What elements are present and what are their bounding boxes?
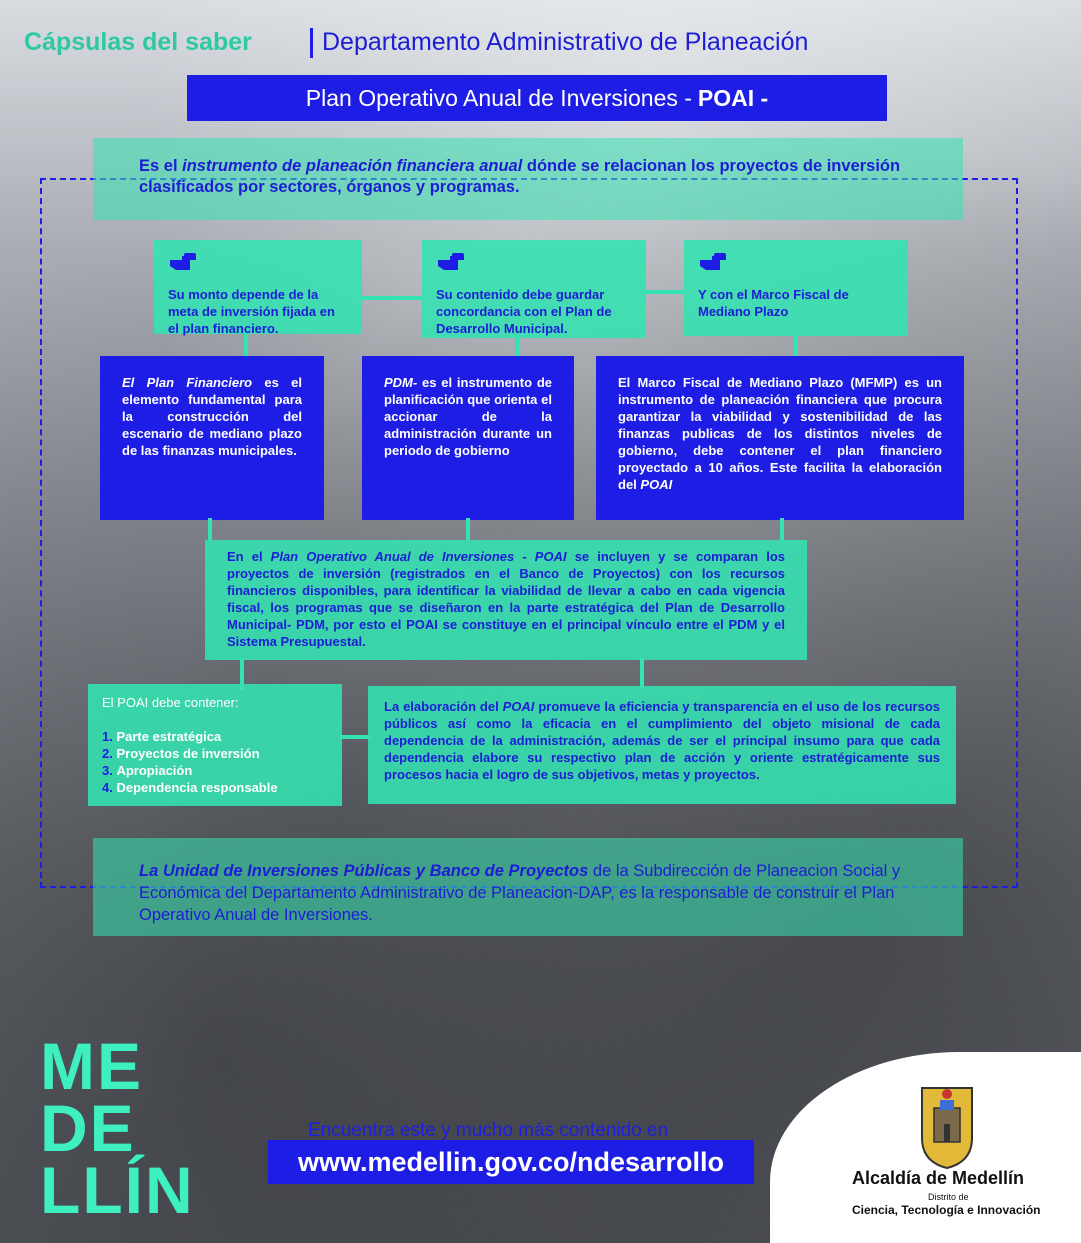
poai-elaboration-box: La elaboración del POAI promueve la efic…	[368, 686, 956, 804]
page-title-acronym: POAI -	[697, 84, 769, 111]
connector-line	[780, 518, 784, 540]
series-title: Cápsulas del saber	[24, 28, 252, 56]
center-text: se incluyen y se comparan los proyectos …	[227, 549, 785, 649]
logo-line: ME	[40, 1029, 143, 1103]
bottom-emphasis: La Unidad de Inversiones Públicas y Banc…	[139, 862, 589, 880]
top-card-3-text: Y con el Marco Fiscal de Mediano Plazo	[698, 287, 849, 319]
list-item: 3. Apropiación	[102, 763, 193, 778]
intro-suffix: dónde se relacionan los proyectos de inv…	[139, 157, 901, 196]
connector-line	[340, 735, 370, 739]
medellin-logo: ME DE LLÍN	[40, 1029, 195, 1227]
blue-card-mfmp: El Marco Fiscal de Mediano Plazo (MFMP) …	[596, 356, 964, 520]
connector-line	[240, 658, 244, 690]
page-title: Plan Operativo Anual de Inversiones - PO…	[187, 75, 887, 121]
list-item: 2. Proyectos de inversión	[102, 746, 260, 761]
logo-line: LLÍN	[40, 1153, 195, 1227]
list-heading: El POAI debe contener:	[102, 695, 239, 710]
header-separator	[310, 28, 313, 58]
top-card-1: Su monto depende de la meta de inversión…	[154, 240, 362, 336]
right-text: promueve la eficiencia y transparencia e…	[384, 699, 940, 782]
bottom-text: de la Subdirección de Planeacion Social …	[139, 862, 901, 924]
bottom-note-box: La Unidad de Inversiones Públicas y Banc…	[93, 838, 963, 936]
blue-card-1-text: es el elemento fundamental para la const…	[122, 375, 302, 458]
logo-line: DE	[40, 1091, 136, 1165]
center-emphasis: Plan Operativo Anual de Inversiones - PO…	[270, 549, 567, 564]
right-emphasis: POAI	[502, 699, 535, 714]
center-poai-box: En el Plan Operativo Anual de Inversione…	[205, 540, 807, 660]
intro-box: Es el instrumento de planeación financie…	[93, 138, 963, 220]
website-link[interactable]: www.medellin.gov.co/ndesarrollo	[268, 1140, 754, 1184]
cta-text: Encuentra este y mucho más contenido en	[308, 1120, 669, 1141]
org-subtitle: Distrito de	[928, 1192, 969, 1202]
connector-line	[244, 332, 248, 358]
page-title-main: Plan Operativo Anual de Inversiones -	[305, 84, 692, 111]
right-prefix: La elaboración del	[384, 699, 499, 714]
blue-card-pdm: PDM- es el instrumento de planificación …	[362, 356, 574, 520]
blue-card-2-emphasis: PDM-	[384, 375, 418, 390]
department-title: Departamento Administrativo de Planeació…	[322, 28, 809, 56]
blue-card-3-text: El Marco Fiscal de Mediano Plazo (MFMP) …	[618, 375, 942, 492]
list-item: 1. Parte estratégica	[102, 729, 222, 744]
connector-line	[640, 658, 644, 688]
coat-of-arms-icon	[921, 1087, 973, 1170]
blue-card-3-emphasis: POAI	[640, 477, 673, 492]
connector-line	[360, 296, 424, 300]
intro-emphasis: instrumento de planeación financiera anu…	[182, 157, 523, 175]
connector-line	[515, 336, 519, 358]
connector-line	[644, 290, 686, 294]
center-prefix: En el	[227, 549, 263, 564]
pointing-hand-icon	[170, 253, 196, 270]
intro-prefix: Es el	[139, 157, 178, 175]
top-card-1-text: Su monto depende de la meta de inversión…	[168, 287, 335, 336]
pointing-hand-icon	[438, 253, 464, 270]
list-item: 4. Dependencia responsable	[102, 780, 278, 795]
connector-line	[466, 518, 470, 540]
connector-line	[794, 334, 798, 358]
poai-contents-list: El POAI debe contener: 1. Parte estratég…	[88, 684, 342, 806]
pointing-hand-icon	[700, 253, 726, 270]
top-card-2: Su contenido debe guardar concordancia c…	[422, 240, 646, 338]
blue-card-2-text: es el instrumento de planificación que o…	[384, 375, 552, 458]
connector-line	[208, 518, 212, 540]
org-subtitle-2: Ciencia, Tecnología e Innovación	[852, 1203, 1041, 1217]
blue-card-1-emphasis: El Plan Financiero	[122, 375, 253, 390]
top-card-2-text: Su contenido debe guardar concordancia c…	[436, 287, 612, 336]
org-name: Alcaldía de Medellín	[852, 1168, 1025, 1188]
blue-card-plan-financiero: El Plan Financiero es el elemento fundam…	[100, 356, 324, 520]
top-card-3: Y con el Marco Fiscal de Mediano Plazo	[684, 240, 908, 336]
